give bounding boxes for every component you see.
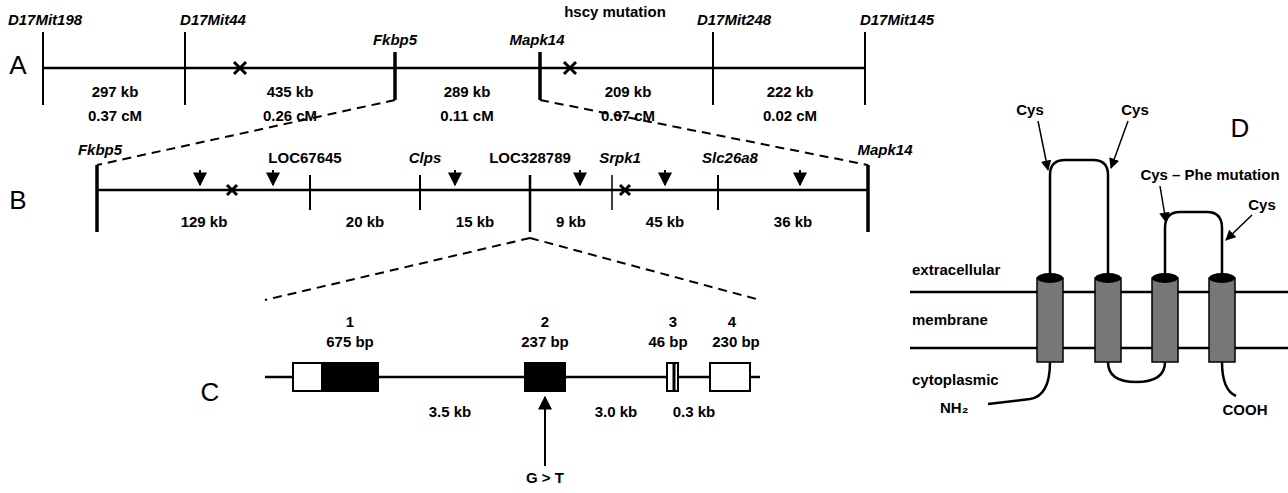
map-label: 237 bp bbox=[521, 334, 569, 351]
panel-c-gene bbox=[265, 363, 760, 466]
map-label: 289 kb bbox=[444, 84, 491, 101]
map-label: 222 kb bbox=[767, 84, 814, 101]
map-label: 209 kb bbox=[605, 84, 652, 101]
map-label: D17Mit145 bbox=[860, 12, 934, 29]
map-label: Clps bbox=[409, 150, 442, 167]
map-label: 1 bbox=[346, 314, 354, 331]
map-label: NH₂ bbox=[940, 400, 968, 417]
panel-d-protein bbox=[910, 121, 1288, 404]
map-label: G > T bbox=[526, 470, 564, 487]
map-label: 0.3 kb bbox=[673, 404, 716, 421]
map-label: 230 bp bbox=[712, 334, 760, 351]
map-label: D17Mit248 bbox=[697, 12, 771, 29]
map-label: 36 kb bbox=[774, 214, 812, 231]
map-label: 3.0 kb bbox=[595, 404, 638, 421]
map-label: 2 bbox=[541, 314, 549, 331]
map-label: 0.07 cM bbox=[601, 108, 655, 125]
panel-letter: D bbox=[1231, 114, 1250, 143]
map-label: Cys bbox=[1121, 102, 1149, 119]
map-label: 297 kb bbox=[92, 84, 139, 101]
map-label: Srpk1 bbox=[599, 150, 641, 167]
map-label: LOC328789 bbox=[489, 150, 571, 167]
map-label: 0.37 cM bbox=[88, 108, 142, 125]
map-label: COOH bbox=[1223, 402, 1268, 419]
map-label: Cys bbox=[1016, 102, 1044, 119]
map-label: D17Mit198 bbox=[8, 12, 82, 29]
map-label: 0.02 cM bbox=[763, 108, 817, 125]
panel-letter: A bbox=[9, 51, 26, 80]
map-label: 15 kb bbox=[456, 214, 494, 231]
map-label: 0.26 cM bbox=[263, 108, 317, 125]
map-label: extracellular bbox=[912, 262, 1000, 279]
panel-a-map bbox=[43, 32, 868, 165]
map-label: D17Mit44 bbox=[180, 12, 246, 29]
map-label: 45 kb bbox=[646, 214, 684, 231]
map-label: Slc26a8 bbox=[702, 150, 758, 167]
map-label: 4 bbox=[728, 314, 736, 331]
map-label: hscy mutation bbox=[564, 4, 666, 21]
map-label: 435 kb bbox=[267, 84, 314, 101]
panel-letter: C bbox=[201, 378, 220, 407]
map-label: LOC67645 bbox=[268, 150, 341, 167]
map-label: Mapk14 bbox=[857, 142, 912, 159]
map-label: 0.11 cM bbox=[440, 108, 493, 125]
map-label: 20 kb bbox=[346, 214, 384, 231]
map-label: Cys – Phe mutation bbox=[1140, 167, 1279, 184]
map-label: 675 bp bbox=[326, 334, 374, 351]
map-label: 3 bbox=[669, 314, 677, 331]
map-label: cytoplasmic bbox=[912, 372, 999, 389]
map-label: 9 kb bbox=[556, 214, 586, 231]
map-label: Cys bbox=[1248, 197, 1276, 214]
panel-letter: B bbox=[9, 186, 26, 215]
map-label: Fkbp5 bbox=[373, 32, 417, 49]
map-label: 46 bp bbox=[648, 334, 687, 351]
map-label: Mapk14 bbox=[509, 32, 564, 49]
map-label: 129 kb bbox=[181, 214, 228, 231]
map-label: 3.5 kb bbox=[429, 404, 472, 421]
map-label: membrane bbox=[912, 312, 988, 329]
map-label: Fkbp5 bbox=[78, 142, 122, 159]
panel-b-map bbox=[97, 165, 868, 300]
